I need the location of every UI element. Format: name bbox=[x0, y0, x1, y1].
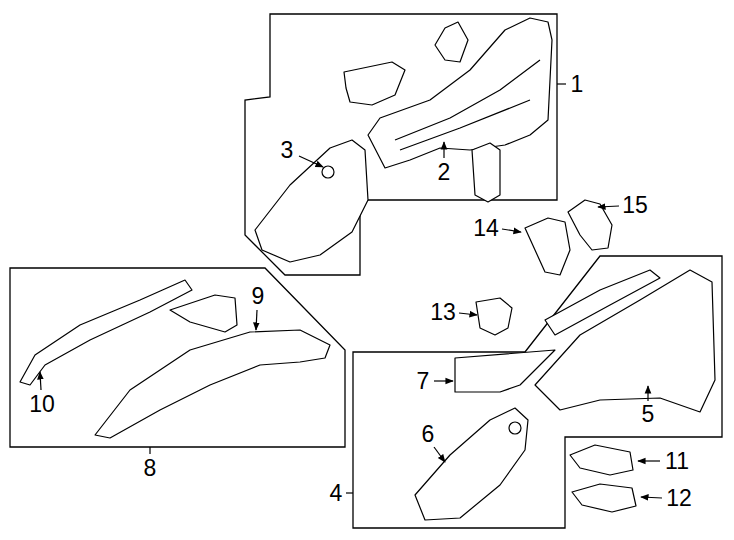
bracket bbox=[568, 200, 612, 250]
callout-number: 8 bbox=[142, 456, 159, 481]
callout-number: 6 bbox=[420, 422, 437, 447]
rail bbox=[255, 140, 368, 262]
callout-number: 4 bbox=[328, 481, 345, 506]
leader-line bbox=[299, 156, 323, 167]
reinforcement bbox=[472, 143, 500, 202]
callout-number: 3 bbox=[279, 138, 296, 163]
leader-line bbox=[346, 492, 353, 493]
callout-number: 2 bbox=[436, 160, 453, 185]
bracket bbox=[455, 350, 555, 392]
callout-number: 14 bbox=[471, 216, 501, 241]
leader-line bbox=[647, 386, 648, 401]
callout-number: 1 bbox=[569, 72, 586, 97]
gusset bbox=[170, 295, 237, 332]
wheelhouse-panel bbox=[95, 330, 330, 438]
callout-number: 9 bbox=[250, 284, 267, 309]
bracket bbox=[572, 484, 636, 512]
leader-line bbox=[638, 460, 660, 461]
rail bbox=[415, 408, 528, 520]
leader-line bbox=[502, 229, 521, 232]
callout-number: 12 bbox=[664, 486, 694, 511]
panel-rib bbox=[395, 60, 540, 150]
bracket bbox=[435, 22, 468, 62]
bracket bbox=[344, 62, 405, 105]
callout-number: 10 bbox=[27, 392, 57, 417]
callout-number: 7 bbox=[415, 369, 432, 394]
group-outline bbox=[353, 256, 722, 528]
callout-number: 15 bbox=[620, 193, 650, 218]
bracket bbox=[570, 445, 633, 475]
callout-number: 11 bbox=[663, 449, 691, 474]
callout-number: 5 bbox=[640, 402, 657, 427]
leader-line bbox=[149, 447, 150, 454]
bracket bbox=[525, 218, 570, 275]
side-member bbox=[535, 270, 715, 412]
leader-line bbox=[443, 142, 444, 158]
leader-line bbox=[40, 372, 41, 390]
leader-line bbox=[434, 380, 453, 381]
leader-line bbox=[459, 313, 477, 315]
leader-line bbox=[557, 83, 566, 84]
callout-number: 13 bbox=[428, 300, 458, 325]
leader-line bbox=[434, 447, 445, 462]
leader-line bbox=[256, 310, 257, 330]
leader-line bbox=[641, 497, 662, 498]
bracket bbox=[476, 298, 512, 335]
rail-strip bbox=[20, 280, 192, 385]
member-strip bbox=[545, 270, 660, 335]
group-outline bbox=[10, 268, 345, 447]
group-outline bbox=[245, 14, 557, 275]
leader-line bbox=[598, 206, 619, 207]
